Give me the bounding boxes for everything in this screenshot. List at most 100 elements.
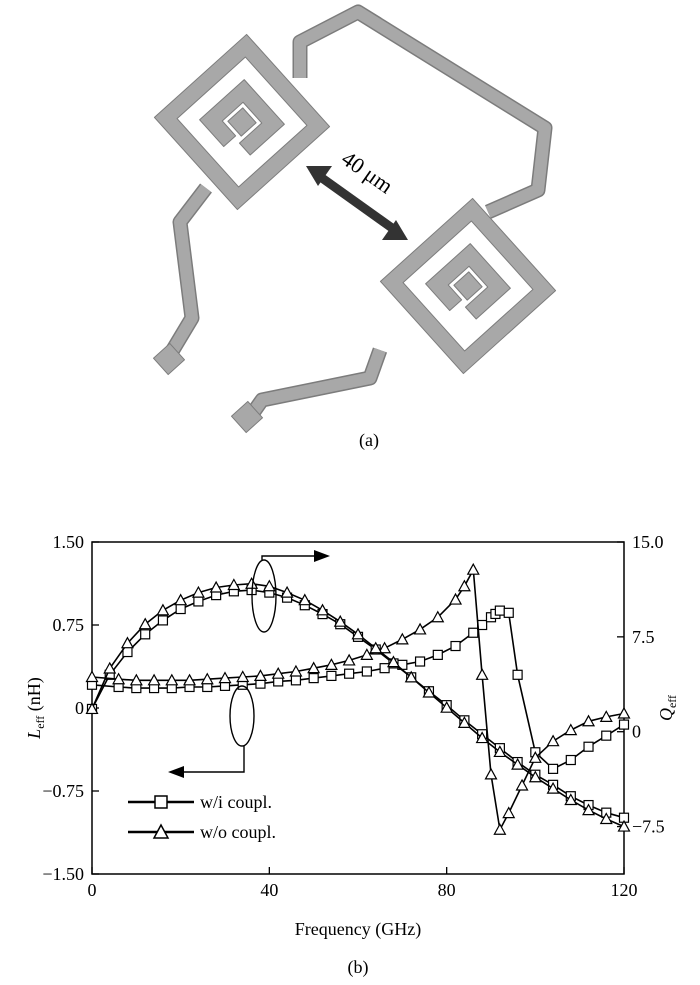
data-point-triangle: [183, 673, 197, 686]
bottom-lead-trace: [243, 347, 386, 424]
data-point-triangle: [564, 793, 578, 806]
y-left-tick-label: −0.75: [42, 781, 84, 801]
data-point-triangle: [298, 593, 312, 606]
data-point-triangle: [280, 585, 294, 598]
data-point-square: [468, 627, 479, 638]
x-tick-label: 40: [260, 880, 278, 900]
data-point-triangle: [457, 716, 471, 728]
left-terminal-pad: [152, 342, 186, 376]
data-point-triangle: [528, 770, 542, 783]
series-1-square: [86, 584, 630, 823]
top-bridge-trace: [294, 6, 551, 218]
data-point-square: [326, 670, 337, 682]
data-point-triangle: [174, 593, 188, 606]
x-tick-label: 80: [438, 880, 456, 900]
data-point-square: [583, 741, 594, 752]
plot-area-frame: [91, 541, 625, 875]
data-point-triangle: [564, 723, 578, 736]
panel-a-caption: (a): [359, 430, 379, 451]
data-point-triangle: [156, 603, 170, 616]
data-point-triangle: [360, 648, 374, 660]
lower-inductor-center-pad: [453, 271, 483, 301]
data-point-triangle: [369, 641, 383, 654]
data-point-square: [140, 629, 151, 640]
data-point-square: [290, 675, 302, 686]
y-left-tick-label: 1.50: [53, 532, 85, 552]
series-layer: [85, 562, 631, 835]
data-point-triangle: [422, 685, 436, 698]
y-left-axis-label-main: L: [24, 729, 44, 740]
y-left-axis-label: Leff (nH): [24, 677, 47, 740]
y-right-axis-ticks: 15.07.50−7.5: [617, 532, 665, 837]
panel-b-caption: (b): [348, 957, 369, 978]
l-axis-arrow-head: [168, 766, 184, 778]
data-point-triangle: [582, 714, 596, 727]
data-point-triangle: [209, 580, 223, 593]
panel-a-inductor-drawing: [153, 33, 557, 375]
data-point-triangle: [147, 673, 161, 686]
l-axis-arrow-line: [180, 746, 245, 773]
data-point-triangle: [404, 670, 418, 683]
legend: w/i coupl. w/o coupl.: [128, 792, 276, 842]
data-point-square: [432, 649, 443, 660]
data-point-triangle: [262, 579, 276, 592]
data-point-triangle: [599, 812, 613, 825]
q-axis-arrow-line: [261, 555, 318, 560]
series-3-triangle: [85, 576, 631, 832]
data-point-triangle: [395, 632, 409, 645]
data-point-triangle: [316, 603, 330, 616]
y-right-tick-label: 15.0: [632, 532, 664, 552]
data-point-triangle: [120, 636, 134, 649]
panel-a-traces: [152, 4, 553, 434]
data-point-square: [379, 663, 390, 674]
data-point-square: [308, 673, 319, 684]
x-tick-label: 0: [88, 880, 97, 900]
data-point-triangle: [475, 668, 489, 680]
data-point-triangle: [271, 666, 285, 679]
x-tick-label: 120: [611, 880, 638, 900]
y-right-axis-label-sub: eff: [665, 695, 679, 708]
data-point-triangle: [85, 670, 99, 683]
y-left-axis-ticks: 1.500.750−0.75−1.50: [42, 532, 99, 884]
data-point-triangle: [138, 617, 152, 630]
y-right-tick-label: 0: [632, 722, 641, 742]
data-point-triangle: [546, 781, 560, 794]
y-right-tick-label: −7.5: [632, 817, 665, 837]
data-point-triangle: [582, 803, 596, 816]
l-curves-ellipse: [229, 685, 255, 747]
y-left-axis-label-sub: eff: [33, 716, 47, 729]
data-point-triangle: [502, 806, 516, 819]
data-point-triangle: [466, 562, 480, 575]
upper-inductor-center-pad: [227, 107, 257, 137]
series-line: [91, 566, 625, 833]
left-lead-trace: [162, 184, 211, 362]
series-line: [91, 582, 625, 828]
data-point-triangle: [493, 822, 507, 835]
data-point-square: [565, 754, 576, 766]
legend-item-without-coupling: w/o coupl.: [128, 822, 276, 842]
lower-inductor-inner-turn: [425, 243, 511, 320]
data-point-square: [450, 640, 461, 652]
x-axis-ticks: 0 40 80 120: [88, 867, 638, 900]
bottom-terminal-pad: [230, 400, 264, 434]
y-left-tick-label: 0.75: [53, 615, 85, 635]
data-point-triangle: [431, 610, 445, 623]
spacing-arrow: [306, 166, 408, 240]
y-left-tick-label: −1.50: [42, 864, 84, 884]
data-point-triangle: [528, 751, 542, 763]
data-point-square: [547, 763, 559, 774]
y-right-axis-label: Qeff: [656, 695, 679, 721]
data-point-square: [512, 669, 523, 680]
data-point-triangle: [457, 579, 471, 592]
spacing-arrow-head-start: [306, 166, 332, 186]
legend-triangle-marker: [152, 823, 170, 839]
legend-label-without-coupling: w/o coupl.: [200, 822, 276, 842]
data-point-triangle: [218, 671, 232, 684]
data-point-triangle: [493, 745, 507, 758]
data-point-triangle: [378, 641, 392, 654]
data-point-square: [414, 656, 426, 667]
data-point-triangle: [333, 614, 347, 627]
legend-label-with-coupling: w/i coupl.: [200, 792, 272, 812]
